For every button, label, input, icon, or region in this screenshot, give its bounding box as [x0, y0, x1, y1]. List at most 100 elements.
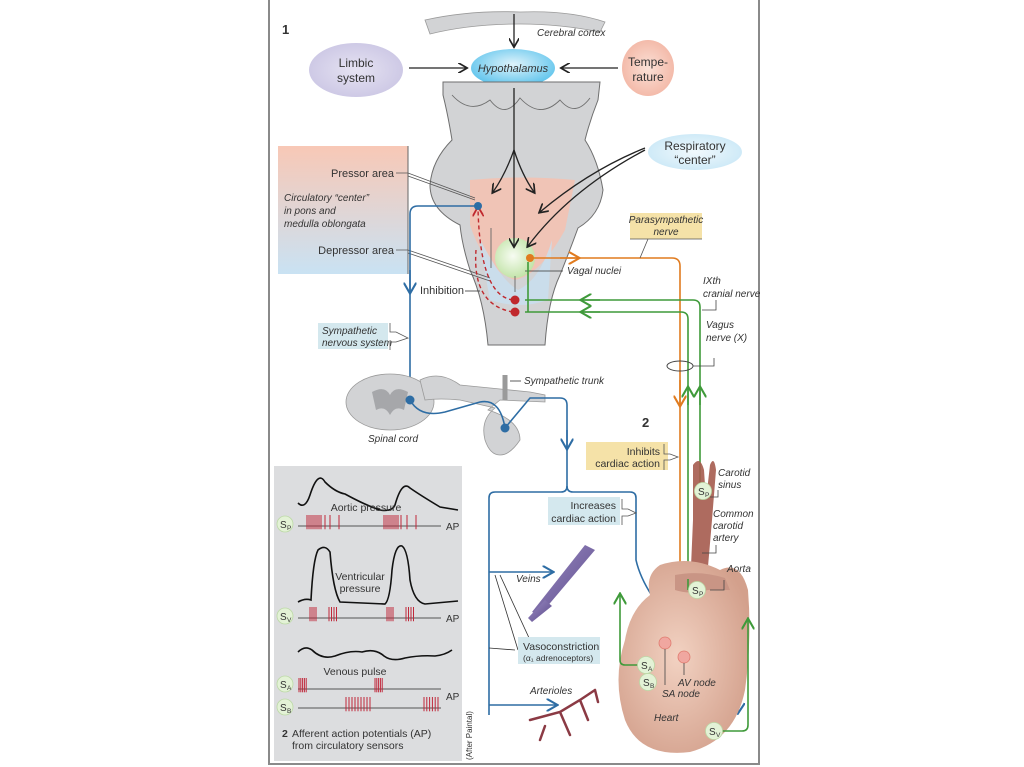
- depressor-region: [478, 235, 552, 305]
- credit-label: (After Paintal): [465, 711, 474, 760]
- limbic-system-bubble: [309, 43, 403, 97]
- sympathetic-label-2: nervous system: [322, 338, 392, 349]
- arterioles-label: Arterioles: [529, 686, 572, 697]
- inhibits-label-box: [586, 442, 668, 470]
- vagal-nuclei: [495, 238, 535, 278]
- respiratory-arrow-1: [540, 147, 646, 212]
- sv-spike-train: [309, 607, 414, 622]
- sensor-sa-heart-letter: S: [641, 661, 648, 672]
- inset-caption-1: Afferent action potentials (AP): [292, 728, 431, 740]
- heart-label: Heart: [654, 713, 680, 724]
- arrow-to-pressor-right: [513, 149, 534, 192]
- aorta-label: Aorta: [726, 564, 751, 575]
- ventricular-pressure-label-1: Ventricular: [335, 571, 385, 583]
- vasoconstriction-leaders: [494, 574, 531, 651]
- ixth-label-1: IXth: [703, 276, 721, 287]
- sensor-sp-aorta-letter: S: [692, 586, 699, 597]
- venous-pulse-label: Venous pulse: [323, 666, 386, 678]
- inhibition-dashed-path-2: [474, 249, 514, 313]
- sensor-sv-heart: S V: [705, 722, 723, 740]
- parasympathetic-label-2: nerve: [653, 227, 678, 238]
- av-node-label: AV node: [677, 678, 716, 689]
- pressor-area-label: Pressor area: [331, 168, 395, 180]
- sensor-sb-heart: S B: [639, 673, 657, 691]
- vein-shape: [532, 545, 595, 615]
- parasympathetic-label-box: [630, 213, 702, 239]
- sensor-sv-heart-letter: S: [709, 727, 716, 738]
- ventricular-pressure-label-2: pressure: [340, 583, 381, 595]
- sensor-sv-heart-sub: V: [716, 732, 721, 739]
- sympathetic-trunk-label: Sympathetic trunk: [524, 376, 605, 387]
- sensor-sb-heart-letter: S: [643, 678, 650, 689]
- temperature-bubble: [622, 40, 674, 96]
- sensor-sp-carotid: S P: [694, 482, 712, 500]
- sensor-sa-heart-sub: A: [648, 666, 653, 673]
- circulatory-center-box: [278, 146, 408, 274]
- common-carotid-label-1: Common: [713, 509, 754, 520]
- vagus-label-2: nerve (X): [706, 333, 747, 344]
- parasympathetic-fiber: [530, 257, 681, 640]
- arrow-to-pressor-left: [493, 149, 515, 192]
- increases-label-1: Increases: [570, 500, 616, 512]
- parasympathetic-pointer: [639, 238, 649, 259]
- inhibits-label-1: Inhibits: [627, 446, 660, 458]
- sp-spike-train: [306, 515, 417, 530]
- inset-caption-number: 2: [282, 728, 288, 740]
- atrial-afferent: [620, 595, 640, 666]
- inhibition-synapse-1: [510, 295, 520, 305]
- aortic-pressure-label: Aortic pressure: [331, 502, 402, 514]
- sympathetic-label-box: [318, 323, 388, 349]
- brainstem-folds: [451, 94, 591, 110]
- respiratory-center-label-2: “center”: [674, 153, 715, 167]
- inset-caption-2: from circulatory sensors: [292, 740, 403, 752]
- parasympathetic-label-1: Parasympathetic: [629, 215, 703, 226]
- common-carotid-leader: [702, 545, 717, 554]
- respiratory-arrow-2: [528, 149, 646, 246]
- sa-node: [658, 636, 672, 650]
- spinal-gray-matter: [372, 389, 408, 415]
- vein-branch: [528, 600, 552, 622]
- increases-label-box: [548, 497, 620, 525]
- increases-bracket: [621, 499, 637, 525]
- inhibition-dashed-path-1: [478, 208, 514, 301]
- common-carotid-label-2: carotid: [713, 521, 743, 532]
- inhibition-label: Inhibition: [420, 285, 464, 297]
- vagus-afferent: [525, 311, 689, 590]
- sympathetic-bracket: [389, 323, 410, 350]
- carotid-sinus-label-2: sinus: [718, 480, 741, 491]
- sympathetic-descending-path: [409, 205, 478, 400]
- temperature-label-1: Tempe-: [628, 55, 668, 69]
- inhibits-bracket: [663, 444, 680, 470]
- sensor-sa-heart: S A: [637, 656, 655, 674]
- inset-sensor-sa: S A: [276, 675, 294, 693]
- common-carotid-label-3: artery: [713, 533, 740, 544]
- venous-pulse-curve: [297, 647, 453, 661]
- vagal-nuclei-label: Vagal nuclei: [567, 266, 622, 277]
- inhibition-synapse-2: [510, 307, 520, 317]
- sensor-sp-aorta: S P: [688, 581, 706, 599]
- inset-sensor-sa-sub: A: [287, 685, 292, 692]
- ventricular-afferent: [722, 620, 748, 732]
- cerebral-cortex-shape: [424, 11, 606, 35]
- inset-sensor-sv-letter: S: [280, 612, 287, 623]
- ap-label-sv: AP: [446, 614, 460, 625]
- arterioles-shape: [528, 688, 600, 742]
- sympathetic-trunk-shape: [419, 375, 546, 456]
- circulatory-center-label-3: medulla oblongata: [284, 219, 366, 230]
- temperature-label-2: rature: [632, 70, 664, 84]
- vasoconstriction-label-box: [518, 637, 600, 664]
- inset-sensor-sb-sub: B: [287, 708, 291, 715]
- inset-sensor-sb: S B: [276, 698, 294, 716]
- ap-label-sp: AP: [446, 522, 460, 533]
- pressor-leader: [396, 172, 476, 201]
- sensor-sp-carotid-sub: P: [705, 492, 709, 499]
- sensor-sb-heart-sub: B: [650, 683, 654, 690]
- sa-node-label: SA node: [662, 689, 700, 700]
- inset-sensor-sp-sub: P: [287, 525, 291, 532]
- sa-spike-train: [298, 678, 383, 693]
- circulatory-center-label-1: Circulatory “center”: [284, 193, 370, 204]
- vagus-label-1: Vagus: [706, 320, 734, 331]
- section-1-number: 1: [282, 22, 289, 37]
- limbic-system-label-1: Limbic: [339, 56, 374, 70]
- vasoconstriction-label-1: Vasoconstriction: [523, 641, 599, 653]
